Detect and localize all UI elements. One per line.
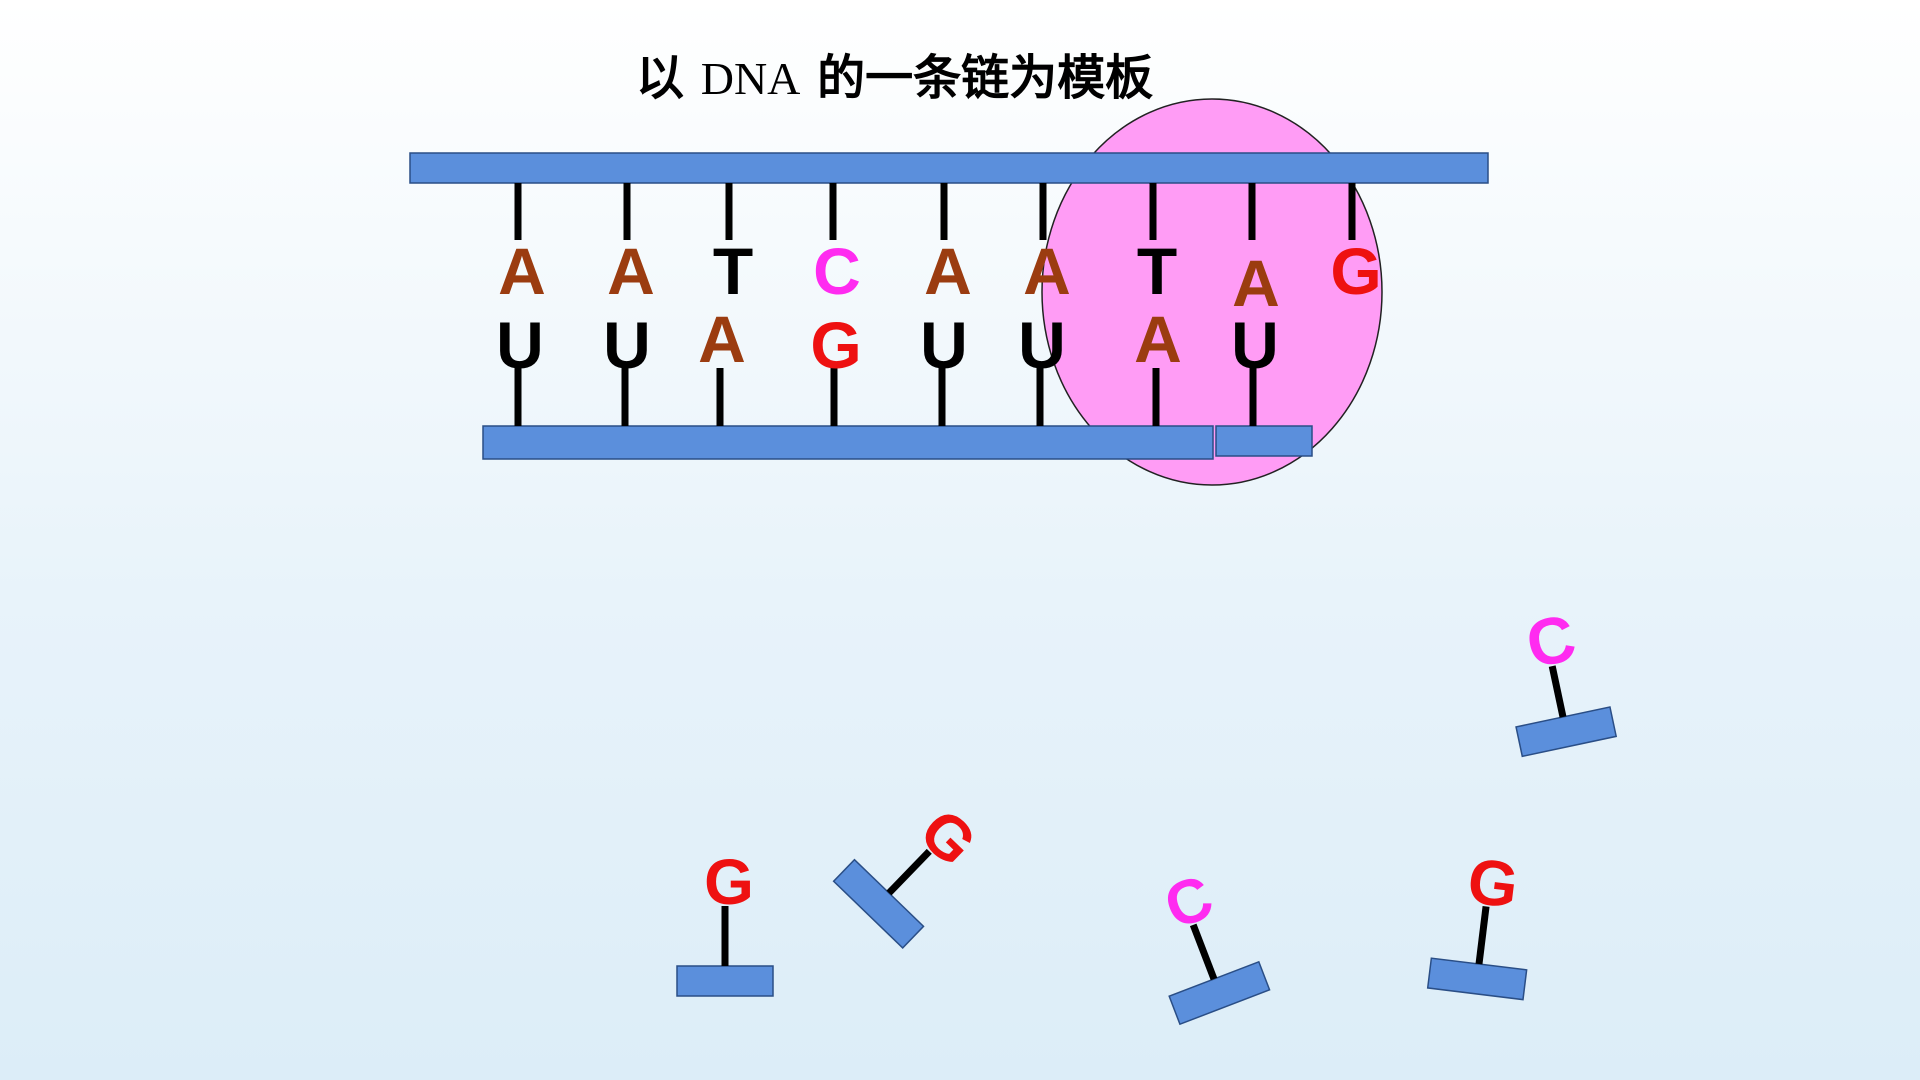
- nucleotide-sugar-block: [1515, 706, 1618, 758]
- template-base-G: G: [1330, 234, 1381, 308]
- rna-base-U: U: [496, 308, 544, 382]
- template-base-C: C: [813, 234, 861, 308]
- template-base-A: A: [924, 234, 972, 308]
- free-nucleotide-G: G: [1426, 844, 1528, 1001]
- title-prefix: 以: [636, 50, 685, 106]
- nucleotide-sugar-block: [1426, 957, 1528, 1001]
- free-nucleotide-C: C: [1515, 600, 1618, 758]
- nucleotide-bond: [1475, 906, 1490, 965]
- title-suffix: 的一条链为模板: [817, 50, 1154, 106]
- slide-title: 以 DNA 的一条链为模板: [636, 38, 1153, 108]
- free-base-G: G: [704, 846, 754, 918]
- rna-base-G: G: [810, 308, 861, 382]
- rna-backbone-new-segment: [1215, 425, 1313, 457]
- rna-base-U: U: [1231, 308, 1279, 382]
- rna-base-U: U: [603, 308, 651, 382]
- free-nucleotides: C G G C G: [676, 600, 1618, 1026]
- template-base-A: A: [607, 234, 655, 308]
- nucleotide-sugar-block: [676, 965, 774, 997]
- nucleotide-sugar-block: [1168, 960, 1271, 1026]
- dna-template-backbone: [409, 152, 1489, 184]
- free-base-G: G: [1464, 844, 1522, 922]
- free-nucleotide-G: G: [676, 846, 774, 997]
- title-dna: DNA: [700, 53, 801, 104]
- nucleotide-bond: [1189, 923, 1218, 981]
- free-nucleotide-C: C: [1156, 862, 1271, 1026]
- nucleotide-bond: [1548, 665, 1567, 718]
- free-nucleotide-G: G: [832, 796, 989, 949]
- free-base-C: C: [1156, 862, 1223, 942]
- free-base-C: C: [1520, 600, 1582, 682]
- template-base-T: T: [713, 234, 753, 308]
- rna-base-U: U: [1018, 308, 1066, 382]
- template-base-A: A: [498, 234, 546, 308]
- rna-base-A: A: [1134, 302, 1182, 376]
- rna-base-U: U: [920, 308, 968, 382]
- template-base-A: A: [1023, 234, 1071, 308]
- nucleotide-bond: [886, 848, 932, 896]
- template-base-A: A: [1232, 246, 1280, 320]
- rna-backbone: [482, 425, 1214, 460]
- rna-base-A: A: [698, 302, 746, 376]
- template-base-T: T: [1137, 234, 1177, 308]
- rna-polymerase-ellipse: [1041, 98, 1383, 486]
